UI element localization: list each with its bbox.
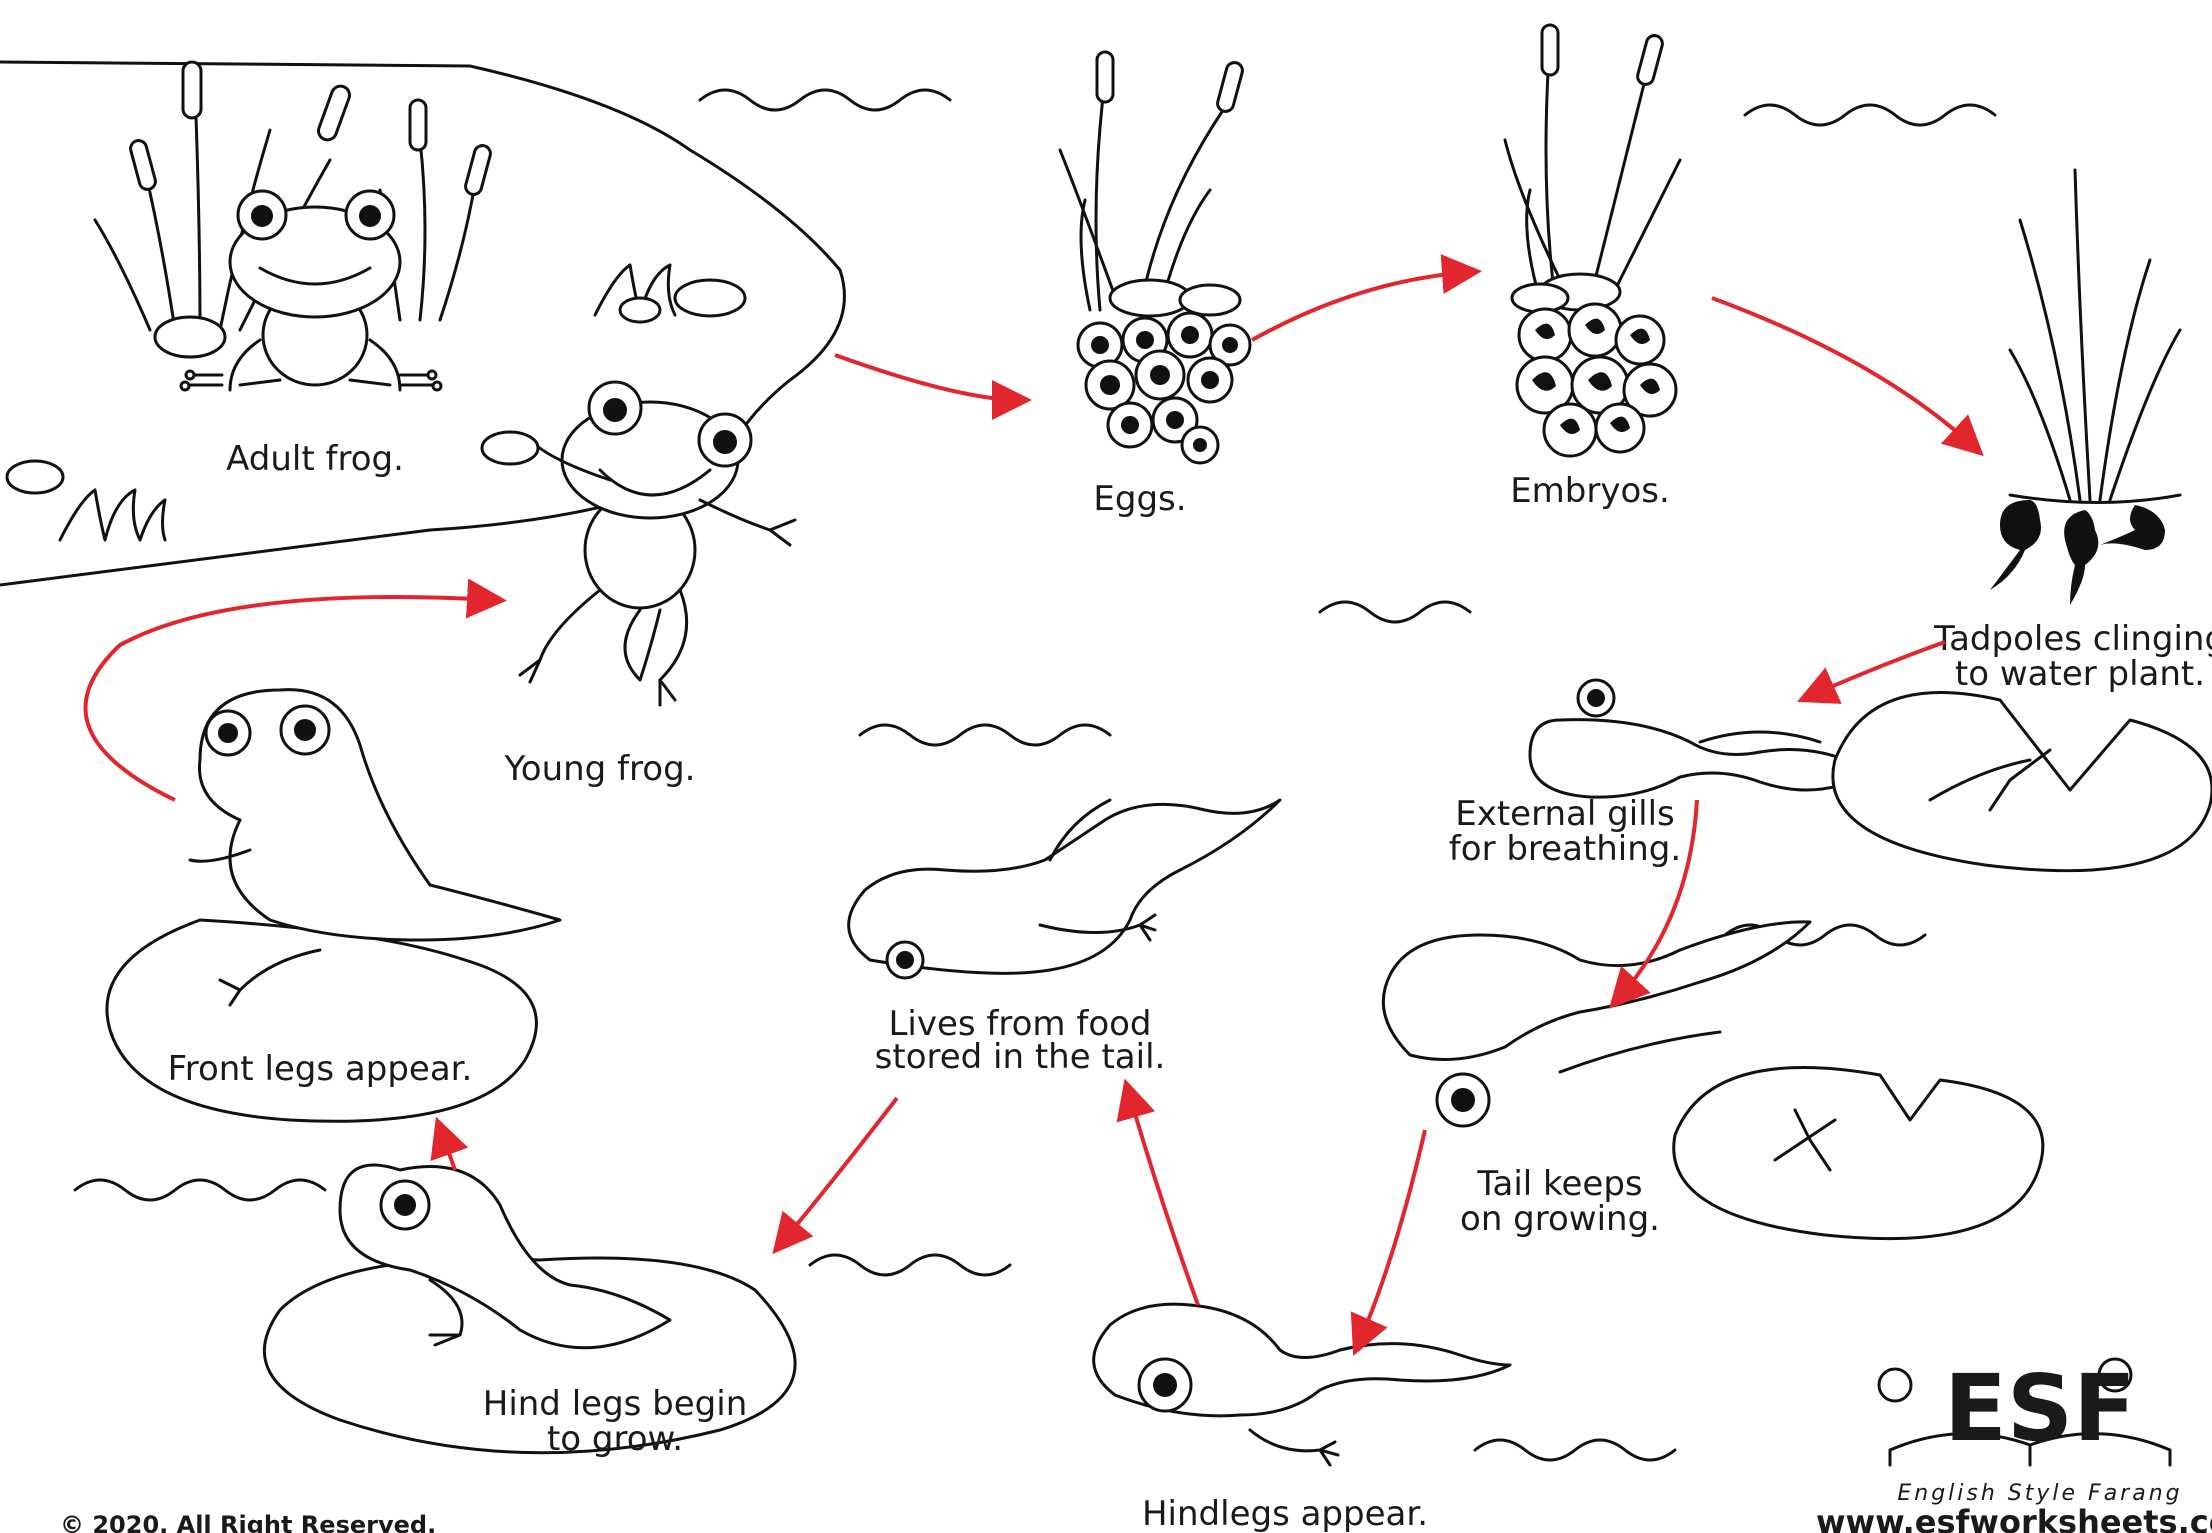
arrow-embryos-to-tadpoles <box>1712 298 1975 448</box>
arrow-eggs-to-embryos <box>1252 272 1470 340</box>
label-tadpoles-clinging-2: to water plant. <box>1955 654 2205 694</box>
label-tadpoles-clinging-1: Tadpoles clinging <box>1933 619 2212 659</box>
arrow-lives-food-to-hind-legs-begin <box>780 1098 897 1245</box>
label-eggs: Eggs. <box>1093 479 1186 519</box>
arrow-hind-legs-begin-to-front-legs <box>440 1128 455 1170</box>
embryo-cluster-icon <box>1517 304 1676 456</box>
label-hind-legs-begin-1: Hind legs begin <box>483 1384 748 1424</box>
embryos-illustration <box>1505 25 1680 456</box>
arrow-hindlegs-to-lives-food <box>1128 1090 1198 1305</box>
arrow-adult-to-eggs <box>835 355 1020 400</box>
copyright-text: © 2020. All Right Reserved. <box>60 1511 436 1533</box>
label-embryos: Embryos. <box>1510 471 1670 511</box>
label-front-legs-appear: Front legs appear. <box>168 1049 473 1089</box>
egg-cluster-icon <box>1078 313 1250 463</box>
arrow-tail-to-hindlegs <box>1358 1130 1425 1345</box>
label-adult-frog: Adult frog. <box>226 439 404 479</box>
label-hindlegs-appear: Hindlegs appear. <box>1142 1494 1428 1533</box>
label-tail-keeps-2: on growing. <box>1460 1199 1660 1239</box>
label-external-gills-2: for breathing. <box>1449 829 1681 869</box>
lives-from-food-tadpole-illustration <box>849 800 1280 978</box>
label-hind-legs-begin-2: to grow. <box>547 1419 683 1459</box>
label-young-frog: Young frog. <box>504 749 696 789</box>
lily-pad-icon <box>1833 693 2212 871</box>
logo-text: ESF <box>1944 1355 2136 1462</box>
eggs-illustration <box>1060 52 1250 463</box>
young-frog-illustration <box>482 382 795 705</box>
label-tail-keeps-1: Tail keeps <box>1476 1164 1642 1204</box>
lily-pad-icon <box>1674 1068 2043 1239</box>
label-lives-food-2: stored in the tail. <box>875 1037 1166 1077</box>
arrow-tadpoles-to-gills <box>1808 642 1945 697</box>
tadpoles-clinging-illustration <box>1990 170 2180 605</box>
esf-logo: ESF English Style Farang <box>1879 1355 2183 1506</box>
label-external-gills-1: External gills <box>1455 794 1675 834</box>
website-link[interactable]: www.esfworksheets.com <box>1816 1503 2212 1533</box>
external-gills-tadpole-illustration <box>1530 680 1870 797</box>
hindlegs-tadpole-illustration <box>1094 1304 1510 1465</box>
